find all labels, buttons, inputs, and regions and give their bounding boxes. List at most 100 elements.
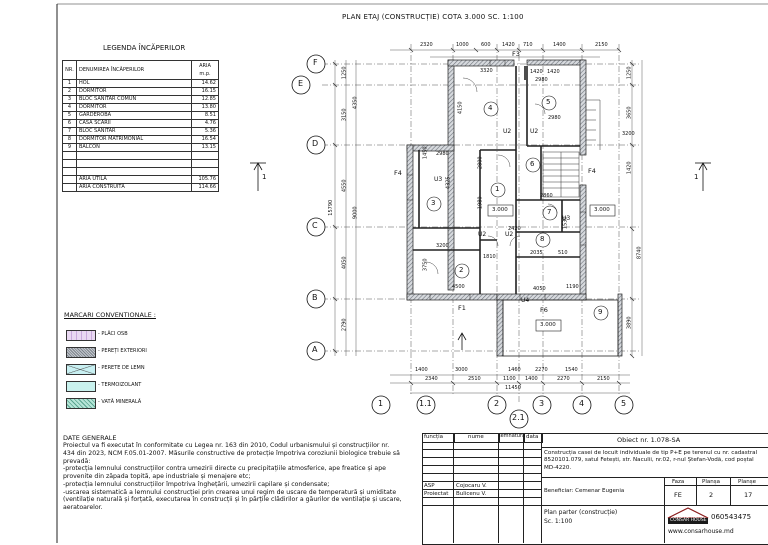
- room-number: 8: [540, 235, 545, 243]
- general-paragraph: Proiectul va fi executat în conformitate…: [63, 442, 400, 465]
- tb-cell: [422, 433, 455, 443]
- dimension-label: 1420: [547, 69, 560, 75]
- axis-label: C: [312, 221, 318, 230]
- general-paragraph: -uscarea sistematică a lemnului construc…: [63, 488, 402, 512]
- legend-header-area: ARIA m.p.: [191, 60, 219, 80]
- tb-description: Construcția casei de locuit individuale …: [544, 450, 758, 471]
- company-phone: 060543475: [711, 513, 752, 521]
- convention-swatch: [66, 347, 96, 358]
- dimension-label: 3320: [480, 68, 493, 74]
- axis-label: A: [312, 345, 318, 354]
- tb-person: Cojocaru V.: [456, 483, 487, 489]
- general-paragraph: -protecția lemnului construcțiilor împot…: [63, 480, 330, 488]
- tb-role: Proiectat: [424, 491, 449, 497]
- convention-swatch: [66, 364, 96, 375]
- general-paragraph: -protecția lemnului construcțiilor contr…: [63, 465, 386, 481]
- opening-label: F4: [588, 167, 596, 175]
- axis-label: B: [312, 293, 318, 302]
- dimension-label: 2320: [420, 42, 433, 48]
- convention-swatch: [66, 381, 96, 392]
- axis-label: 1: [378, 399, 384, 408]
- dimension-label: 2150: [597, 376, 610, 382]
- axis-label: 4: [579, 399, 585, 408]
- room-dimension: 2035: [530, 250, 543, 256]
- dimension-label: 2510: [468, 376, 481, 382]
- room-dimension: 1190: [566, 284, 579, 290]
- axis-label: 5: [621, 399, 627, 408]
- tb-head-date: data: [526, 434, 539, 440]
- dimension-label: 3000: [455, 367, 468, 373]
- tb-sheet-head: Planșa: [702, 479, 720, 485]
- axis-label: 3: [539, 399, 545, 408]
- door-label: U4: [521, 297, 530, 304]
- tb-drawing: Plan parter (construcție): [544, 509, 618, 516]
- room-dimension: 2420: [508, 226, 521, 232]
- axis-label: 2: [494, 399, 500, 408]
- house-roof-icon: [667, 507, 709, 519]
- dimension-label: 600: [481, 42, 491, 48]
- convention-label: - VATĂ MINERALĂ: [98, 399, 142, 405]
- room-number: 5: [546, 98, 551, 106]
- dimension-label: 710: [523, 42, 533, 48]
- dimension-total: 11450: [505, 385, 521, 391]
- legend-total-area: 114.66: [191, 183, 219, 192]
- opening-label: F6: [540, 306, 548, 314]
- opening-label: F3: [512, 50, 520, 58]
- room-dimension: 2980: [535, 77, 548, 83]
- room-number: 4: [488, 104, 493, 112]
- door-label: U2: [478, 231, 487, 238]
- convention-swatch: [66, 398, 96, 409]
- door-label: U3: [562, 215, 571, 222]
- dimension-label: 2150: [595, 42, 608, 48]
- convention-label: - PLĂCI OSB: [98, 331, 128, 337]
- dimension-label: 1100: [503, 376, 516, 382]
- room-dimension: 2980: [436, 151, 449, 157]
- opening-label: F1: [458, 304, 466, 312]
- section-mark: 1: [262, 173, 267, 181]
- convention-label: - PERETE DE LEMN: [98, 365, 145, 371]
- conventions-title: MARCARI CONVENTIONALE :: [64, 311, 156, 319]
- dimension-label: 1460: [508, 367, 521, 373]
- convention-swatch: [66, 330, 96, 341]
- dimension-label: 1420: [530, 69, 543, 75]
- room-number: 1: [495, 185, 500, 193]
- room-number: 3: [431, 199, 436, 207]
- level-mark: 3.000: [540, 322, 556, 328]
- axis-label: E: [298, 79, 304, 88]
- tb-scale: Sc. 1:100: [544, 518, 573, 525]
- tb-sheets-head: Planșe: [738, 479, 756, 485]
- room-dimension: 1810: [483, 254, 496, 260]
- room-dimension: 2860: [540, 193, 553, 199]
- door-label: U2: [505, 231, 514, 238]
- tb-person: Bulicenu V.: [456, 491, 487, 497]
- company-name: CONSAR HOUSE: [670, 517, 707, 523]
- room-number: 6: [530, 160, 535, 168]
- room-dimension: 3200: [436, 243, 449, 249]
- room-dimension: 510: [558, 250, 568, 256]
- dimension-label: 1400: [415, 367, 428, 373]
- tb-beneficiary: Beneficiar: Cemenar Eugenia: [544, 488, 625, 494]
- dimension-label: 1400: [525, 376, 538, 382]
- dimension-label: 1000: [456, 42, 469, 48]
- tb-sheet: 2: [709, 491, 714, 499]
- door-label: U2: [530, 128, 539, 135]
- tb-head-name: nume: [468, 434, 484, 440]
- section-mark: 1: [694, 173, 699, 181]
- axis-label: F: [313, 58, 318, 67]
- tb-object: Obiect nr. 1.078-SA: [617, 436, 681, 444]
- room-number: 2: [459, 266, 464, 274]
- dimension-label: 1420: [502, 42, 515, 48]
- dimension-label: 3200: [622, 131, 635, 137]
- tb-head-function: funcția: [424, 434, 443, 440]
- opening-label: F4: [394, 169, 402, 177]
- logo-bar: [668, 518, 708, 524]
- tb-phase-head: Faza: [672, 479, 685, 485]
- company-website: www.consarhouse.md: [668, 528, 734, 535]
- axis-label: D: [312, 139, 319, 148]
- level-mark: 3.000: [492, 207, 508, 213]
- dimension-label: 2980: [548, 115, 561, 121]
